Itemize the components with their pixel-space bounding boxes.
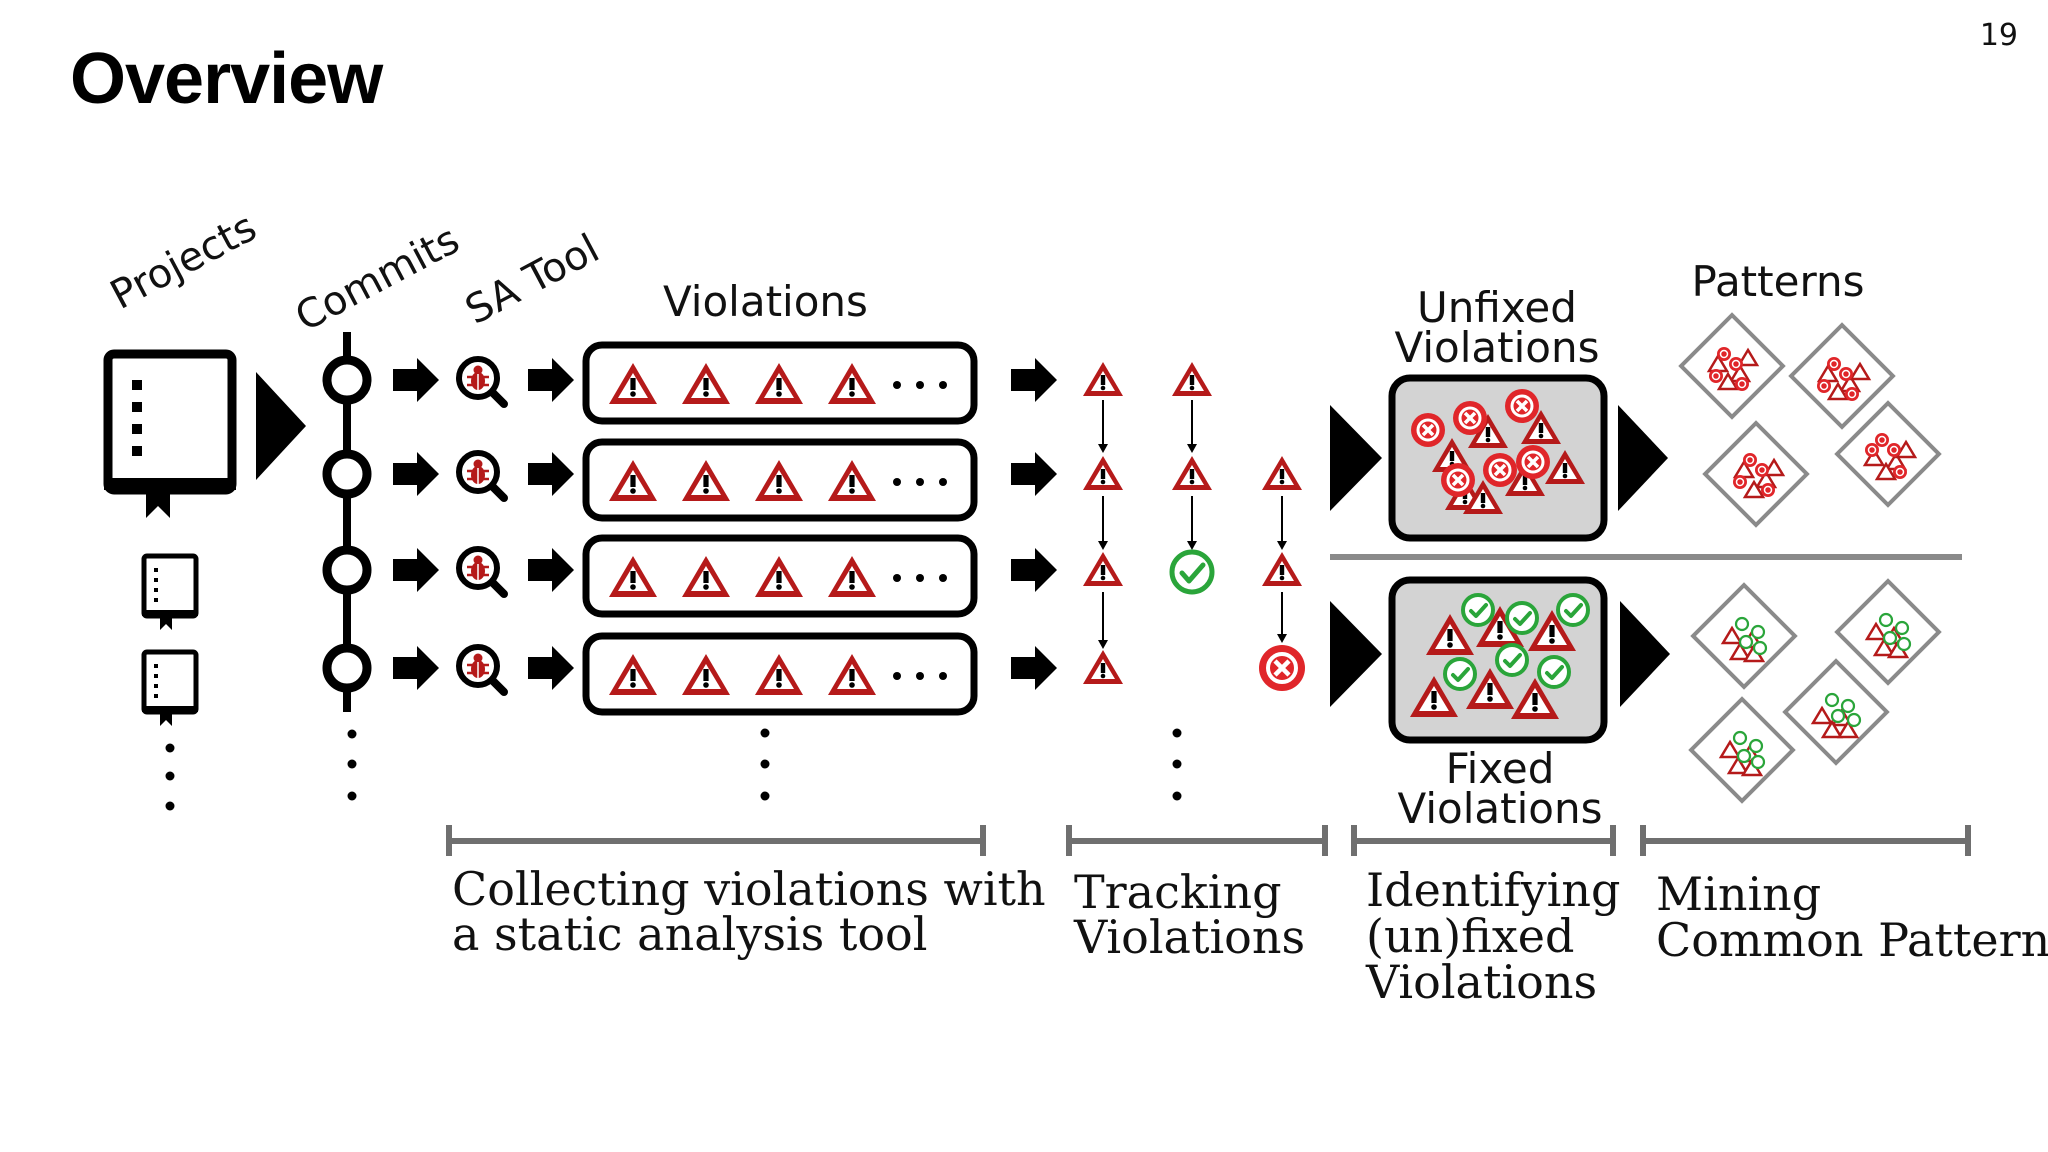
ellipsis-vertical-icon	[1172, 728, 1182, 801]
label-unfixed-line1: Unfixed	[1417, 283, 1577, 332]
warning-triangle-icon	[1172, 362, 1212, 396]
pattern-cluster	[1690, 582, 1798, 690]
check-circle-icon	[1556, 593, 1590, 627]
arrow-right-icon	[1330, 601, 1382, 707]
arrow-right-icon	[1011, 646, 1057, 690]
ellipsis-vertical-icon	[165, 743, 175, 811]
stage-identifying-line2: (un)fixed	[1366, 909, 1574, 963]
stage-collecting-line2: a static analysis tool	[452, 907, 927, 961]
pattern-cluster	[1788, 322, 1896, 430]
commit-node-icon	[327, 454, 367, 494]
unfixed-violations-box	[1388, 374, 1608, 542]
stage-mining-line1: Mining	[1656, 867, 1821, 921]
bug-magnifier-icon	[459, 453, 504, 498]
arrow-right-icon	[393, 646, 439, 690]
pattern-cluster	[1782, 658, 1890, 766]
warning-triangle-icon	[1262, 552, 1302, 586]
warning-triangle-icon	[1083, 456, 1123, 490]
warning-triangle-icon	[1083, 552, 1123, 586]
arrow-right-icon	[256, 372, 306, 480]
label-patterns: Patterns	[1692, 257, 1865, 306]
violations-row	[582, 534, 978, 618]
label-sa-tool: SA Tool	[458, 226, 607, 334]
arrow-right-icon	[528, 646, 574, 690]
stage-brackets	[446, 825, 1971, 856]
tracking-lines	[1102, 400, 1283, 646]
label-unfixed-line2: Violations	[1395, 323, 1600, 372]
stage-identifying-line1: Identifying	[1366, 863, 1620, 917]
arrow-right-icon	[528, 548, 574, 592]
pattern-cluster	[1834, 400, 1942, 508]
cross-circle-icon	[1481, 451, 1519, 489]
book-icon	[142, 652, 198, 726]
slide-title: Overview	[70, 39, 383, 119]
cross-circle-icon	[1503, 387, 1541, 425]
warning-triangle-icon	[1083, 362, 1123, 396]
cross-circle-icon	[1259, 645, 1305, 691]
label-fixed-line2: Violations	[1398, 784, 1603, 833]
ellipsis-vertical-icon	[760, 728, 770, 801]
label-commits: Commits	[288, 217, 467, 341]
warning-triangle-icon	[1262, 456, 1302, 490]
cross-circle-icon	[1439, 461, 1477, 499]
pattern-cluster	[1678, 312, 1786, 420]
stage-tracking-line2: Violations	[1073, 910, 1305, 964]
arrow-right-icon	[1011, 548, 1057, 592]
cross-circle-icon	[1451, 399, 1489, 437]
arrow-right-icon	[393, 452, 439, 496]
arrow-right-icon	[1330, 405, 1382, 511]
arrow-right-icon	[1620, 601, 1670, 707]
check-circle-icon	[1461, 593, 1495, 627]
book-icon	[142, 556, 198, 630]
stage-identifying-line3: Violations	[1365, 955, 1597, 1009]
fixed-violations-box	[1388, 576, 1608, 744]
arrow-right-icon	[393, 548, 439, 592]
label-violations: Violations	[663, 277, 868, 326]
check-circle-icon	[1537, 655, 1571, 689]
stage-mining-line2: Common Patterns	[1656, 913, 2048, 967]
check-circle-icon	[1172, 552, 1212, 592]
page-number: 19	[1979, 18, 2018, 53]
ellipsis-vertical-icon	[347, 729, 357, 801]
violations-row	[582, 341, 978, 425]
check-circle-icon	[1495, 643, 1529, 677]
cross-circle-icon	[1514, 443, 1552, 481]
commit-node-icon	[327, 550, 367, 590]
stage-tracking-line1: Tracking	[1074, 865, 1282, 919]
stage-collecting-line1: Collecting violations with	[452, 862, 1046, 916]
arrow-right-icon	[528, 358, 574, 402]
book-icon	[104, 354, 236, 518]
commit-node-icon	[327, 648, 367, 688]
warning-triangle-icon	[1083, 650, 1123, 684]
pattern-cluster	[1702, 420, 1810, 528]
label-projects: Projects	[103, 204, 264, 319]
bug-magnifier-icon	[459, 549, 504, 594]
pattern-cluster	[1688, 696, 1796, 804]
label-fixed-line1: Fixed	[1446, 744, 1555, 793]
bug-magnifier-icon	[459, 359, 504, 404]
commit-node-icon	[327, 360, 367, 400]
arrow-right-icon	[528, 452, 574, 496]
cross-circle-icon	[1409, 411, 1447, 449]
arrow-right-icon	[1618, 405, 1668, 511]
violations-row	[582, 438, 978, 522]
warning-triangle-icon	[1172, 456, 1212, 490]
arrow-right-icon	[1011, 358, 1057, 402]
pattern-cluster	[1834, 578, 1942, 686]
bug-magnifier-icon	[459, 647, 504, 692]
commit-timeline	[343, 332, 351, 712]
check-circle-icon	[1505, 601, 1539, 635]
violations-row	[582, 632, 978, 716]
arrow-right-icon	[393, 358, 439, 402]
arrow-right-icon	[1011, 452, 1057, 496]
check-circle-icon	[1443, 657, 1477, 691]
